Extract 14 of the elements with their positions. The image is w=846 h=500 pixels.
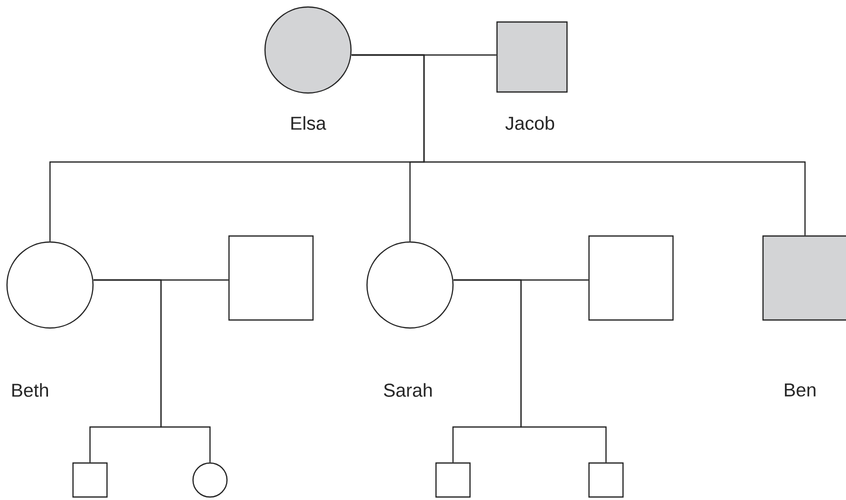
male-square (588, 235, 674, 321)
person-name: Sarah (384, 383, 432, 397)
female-circle (192, 462, 228, 498)
male-square (588, 462, 624, 498)
person-name: Jacob (505, 116, 554, 130)
male-square (435, 462, 471, 498)
person-name: Ben (784, 384, 816, 397)
descent-line (94, 279, 211, 462)
descent-line (454, 279, 607, 462)
person-name: Beth (12, 383, 48, 397)
male-square (72, 462, 108, 498)
male-square (228, 235, 314, 321)
person-name: Elsa (291, 116, 326, 130)
descent-line (352, 54, 806, 236)
